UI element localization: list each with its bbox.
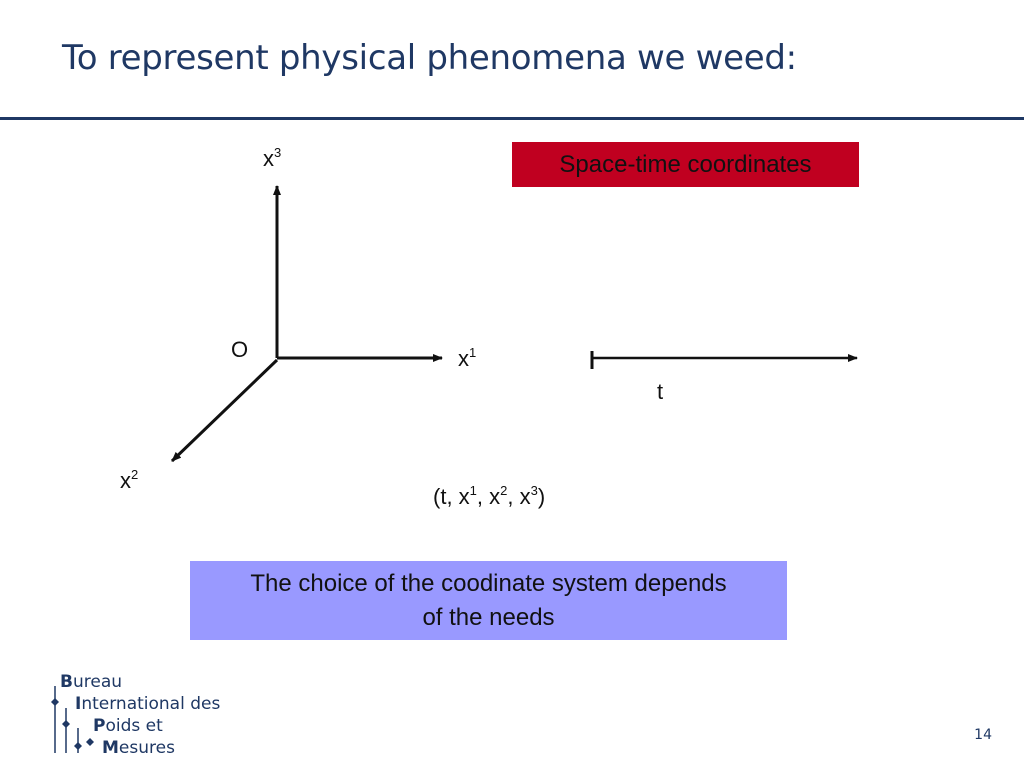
logo-line-poids: Poids et <box>93 716 163 736</box>
coordinate-tuple: (t, x1, x2, x3) <box>433 483 546 509</box>
x3-label: x3 <box>263 145 282 171</box>
slide-title: To represent physical phenomena we weed: <box>62 38 797 78</box>
x2-axis <box>170 358 279 463</box>
space-time-coordinates-text: Space-time coordinates <box>559 150 812 178</box>
title-divider <box>0 117 1024 120</box>
note-box: The choice of the coodinate system depen… <box>190 561 787 640</box>
time-label: t <box>657 379 664 404</box>
page-number: 14 <box>974 727 992 743</box>
logo-line-bureau: Bureau <box>60 672 123 692</box>
note-line-1: The choice of the coodinate system depen… <box>250 570 727 597</box>
x2-label: x2 <box>120 467 139 493</box>
logo-lines-icon <box>51 686 94 753</box>
origin-label: O <box>231 337 249 362</box>
bipm-logo: Bureau International des Poids et Mesure… <box>50 668 250 760</box>
logo-line-mesures: Mesures <box>102 738 175 758</box>
space-time-coordinates-box: Space-time coordinates <box>512 142 859 187</box>
note-line-2: of the needs <box>422 604 555 631</box>
logo-line-international: International des <box>75 694 221 714</box>
x1-label: x1 <box>458 345 477 371</box>
